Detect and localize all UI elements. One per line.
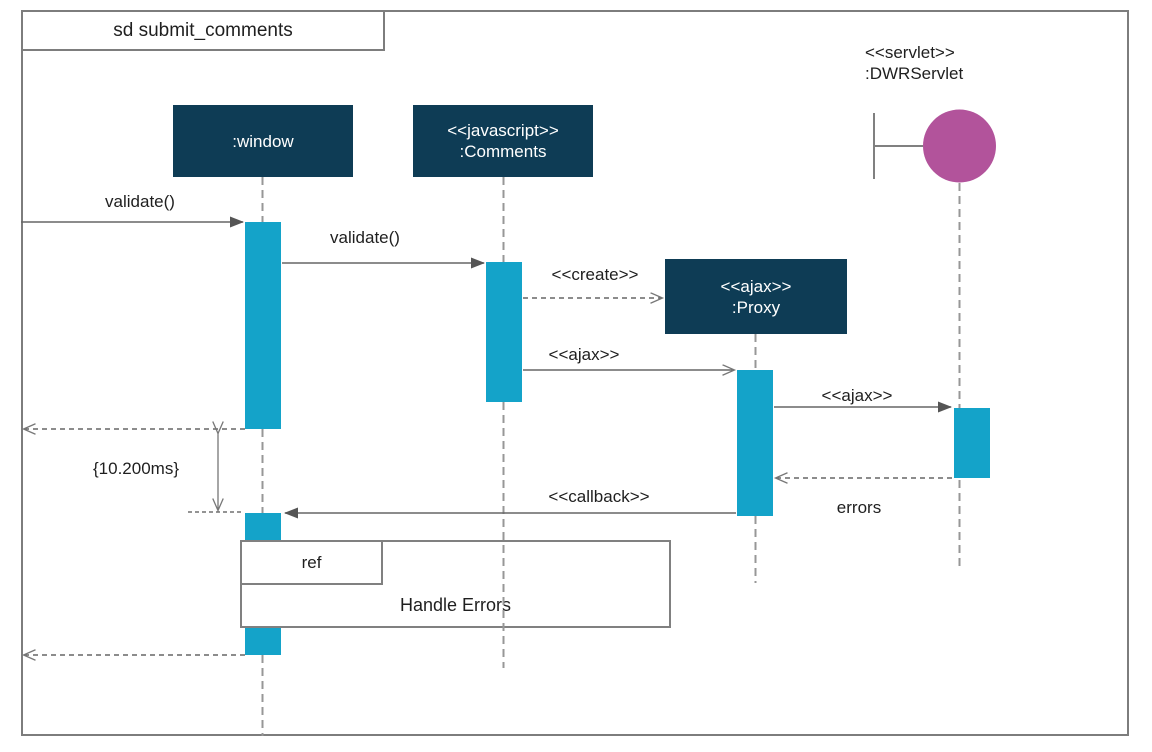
lifeline-name-comments: :Comments (459, 142, 547, 161)
lifeline-stereotype-servlet: <<servlet>> (865, 43, 955, 62)
lifeline-head-window[interactable]: :window (173, 105, 353, 177)
ref-fragment[interactable]: ref Handle Errors (240, 540, 671, 628)
label-callback-to-window: <<callback>> (548, 487, 650, 506)
label-validate-to-window: validate() (105, 192, 175, 211)
fragment-label: Handle Errors (399, 595, 512, 615)
frame-title-box[interactable]: sd submit_comments (21, 10, 385, 51)
label-ajax-to-servlet: <<ajax>> (821, 386, 893, 405)
label-ajax-to-proxy: <<ajax>> (548, 345, 620, 364)
label-errors-return: errors (836, 498, 882, 517)
lifeline-stereotype-comments: <<javascript>> (447, 121, 559, 140)
fragment-body: Handle Errors (242, 585, 669, 626)
activation-comments[interactable] (486, 262, 522, 402)
label-create-proxy: <<create>> (551, 265, 639, 284)
activation-window-1[interactable] (245, 222, 281, 429)
lifeline-head-proxy[interactable]: <<ajax>> :Proxy (665, 259, 847, 334)
lifeline-label-servlet: <<servlet>> :DWRServlet (865, 42, 1025, 84)
fragment-operator: ref (301, 552, 322, 572)
fragment-operator-box: ref (242, 542, 383, 585)
lifeline-name-proxy: :Proxy (731, 297, 781, 317)
label-duration-constraint: {10.200ms} (92, 459, 180, 478)
diagram-frame (21, 10, 1129, 736)
label-validate-to-comments: validate() (330, 228, 400, 247)
activation-proxy[interactable] (737, 370, 773, 516)
activation-servlet[interactable] (954, 408, 990, 478)
lifeline-head-comments[interactable]: <<javascript>> :Comments (413, 105, 593, 177)
frame-title: sd submit_comments (113, 19, 293, 41)
lifeline-stereotype-proxy: <<ajax>> (720, 276, 792, 296)
lifeline-name-servlet: :DWRServlet (865, 64, 964, 83)
lifeline-name-window: :window (232, 131, 294, 151)
